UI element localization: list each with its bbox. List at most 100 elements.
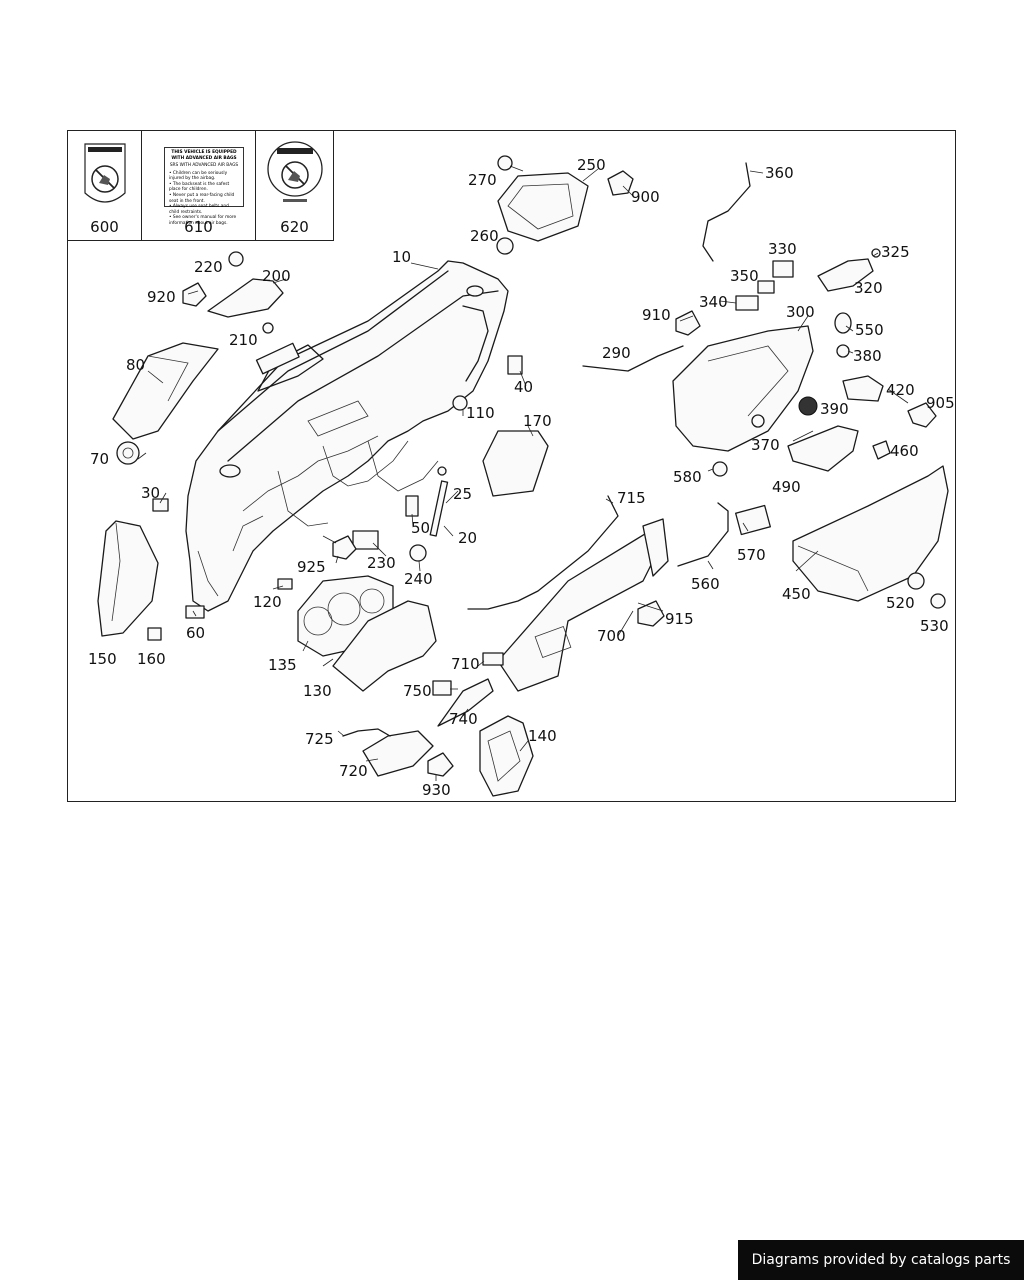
dash-top-cover [112, 342, 219, 440]
callout-170: 170 [523, 412, 552, 430]
clip-60 [185, 605, 205, 619]
foam-pad-930 [427, 752, 454, 777]
callout-40: 40 [514, 378, 533, 396]
callout-740: 740 [449, 710, 478, 728]
callout-720: 720 [339, 762, 368, 780]
callout-140: 140 [528, 727, 557, 745]
ring-530 [930, 593, 946, 609]
clip-210 [262, 322, 274, 334]
glove-box-450 [792, 465, 949, 602]
callout-130: 130 [303, 682, 332, 700]
callout-150: 150 [88, 650, 117, 668]
callout-725: 725 [305, 730, 334, 748]
label-number-620: 620 [280, 218, 309, 236]
callout-370: 370 [751, 436, 780, 454]
callout-80: 80 [126, 356, 145, 374]
leader-lines [137, 165, 909, 781]
label-number-600: 600 [90, 218, 119, 236]
callout-360: 360 [765, 164, 794, 182]
callout-60: 60 [186, 624, 205, 642]
exploded-parts-drawing: 10 20 25 30 40 50 60 70 80 110 120 130 1… [88, 155, 955, 799]
callout-160: 160 [137, 650, 166, 668]
screw-580 [712, 461, 728, 477]
callout-570: 570 [737, 546, 766, 564]
foam-pad-910 [675, 310, 701, 336]
callout-710: 710 [451, 655, 480, 673]
callout-905: 905 [926, 394, 955, 412]
trim-720 [362, 730, 434, 777]
label-610-line: • See owner's manual for more informatio… [169, 215, 237, 226]
callout-330: 330 [768, 240, 797, 258]
center-trim-700 [497, 518, 669, 692]
callout-920: 920 [147, 288, 176, 306]
connector-320 [817, 258, 874, 292]
foam-pad-915 [637, 600, 665, 627]
callout-550: 550 [855, 321, 884, 339]
clip-50 [405, 495, 419, 517]
lamp-420 [842, 375, 884, 402]
callout-715: 715 [617, 489, 646, 507]
bracket-560 [677, 502, 729, 567]
label-610-line: • Never put a rear-facing child seat in … [169, 193, 235, 204]
harness-725 [342, 728, 391, 737]
footer-credit-banner: Diagrams provided by catalogs parts [738, 1240, 1024, 1280]
screw-270 [497, 155, 513, 171]
callout-230: 230 [367, 554, 396, 572]
callout-380: 380 [853, 347, 882, 365]
callout-20: 20 [458, 529, 477, 547]
foam-pad-905 [907, 402, 937, 428]
side-end-panel [97, 520, 159, 637]
sensor-330 [772, 260, 794, 278]
callout-750: 750 [403, 682, 432, 700]
callout-340: 340 [699, 293, 728, 311]
callout-915: 915 [665, 610, 694, 628]
callout-10: 10 [392, 248, 411, 266]
clip-160 [147, 627, 162, 641]
label-610-title: THIS VEHICLE IS EQUIPPED WITH ADVANCED A… [171, 150, 237, 161]
label-number-610: 610 [184, 218, 213, 236]
nozzle-70 [116, 441, 140, 465]
callout-30: 30 [141, 484, 160, 502]
bolt-20 [429, 480, 449, 537]
callout-290: 290 [602, 344, 631, 362]
callout-270: 270 [468, 171, 497, 189]
screw-110 [452, 395, 468, 411]
callout-320: 320 [854, 279, 883, 297]
callout-490: 490 [772, 478, 801, 496]
grommet-390 [798, 396, 818, 416]
ring-240 [409, 544, 427, 562]
bolt-520 [907, 572, 925, 590]
callout-300: 300 [786, 303, 815, 321]
clip-120 [277, 578, 293, 590]
label-610-line: • Children can be seriously injured by t… [169, 170, 228, 182]
dashboard-carrier [185, 260, 509, 612]
bracket-490 [787, 425, 859, 472]
callout-220: 220 [194, 258, 223, 276]
callout-350: 350 [730, 267, 759, 285]
cap-550 [834, 312, 852, 334]
clip-30 [152, 498, 169, 512]
air-duct-290 [582, 345, 684, 372]
switch-340 [735, 295, 759, 311]
clip-40 [507, 355, 523, 375]
trim-panel [207, 278, 284, 318]
airbag-module-300 [672, 325, 814, 452]
bezel-140 [479, 715, 534, 797]
callout-460: 460 [890, 442, 919, 460]
label-cell-620: 620 [256, 131, 334, 241]
switch-350 [757, 280, 775, 294]
label-cell-610: THIS VEHICLE IS EQUIPPED WITH ADVANCED A… [142, 131, 256, 241]
callout-530: 530 [920, 617, 949, 635]
foam-pad-920 [182, 282, 207, 307]
callout-200: 200 [262, 267, 291, 285]
callout-560: 560 [691, 575, 720, 593]
switch-750 [432, 680, 452, 696]
callout-110: 110 [466, 404, 495, 422]
switch-710 [482, 652, 504, 666]
clip-460 [872, 440, 891, 460]
callout-135: 135 [268, 656, 297, 674]
callout-450: 450 [782, 585, 811, 603]
callout-260: 260 [470, 227, 499, 245]
callout-325: 325 [881, 243, 910, 261]
callout-numbers: 10 20 25 30 40 50 60 70 80 110 120 130 1… [88, 156, 955, 799]
